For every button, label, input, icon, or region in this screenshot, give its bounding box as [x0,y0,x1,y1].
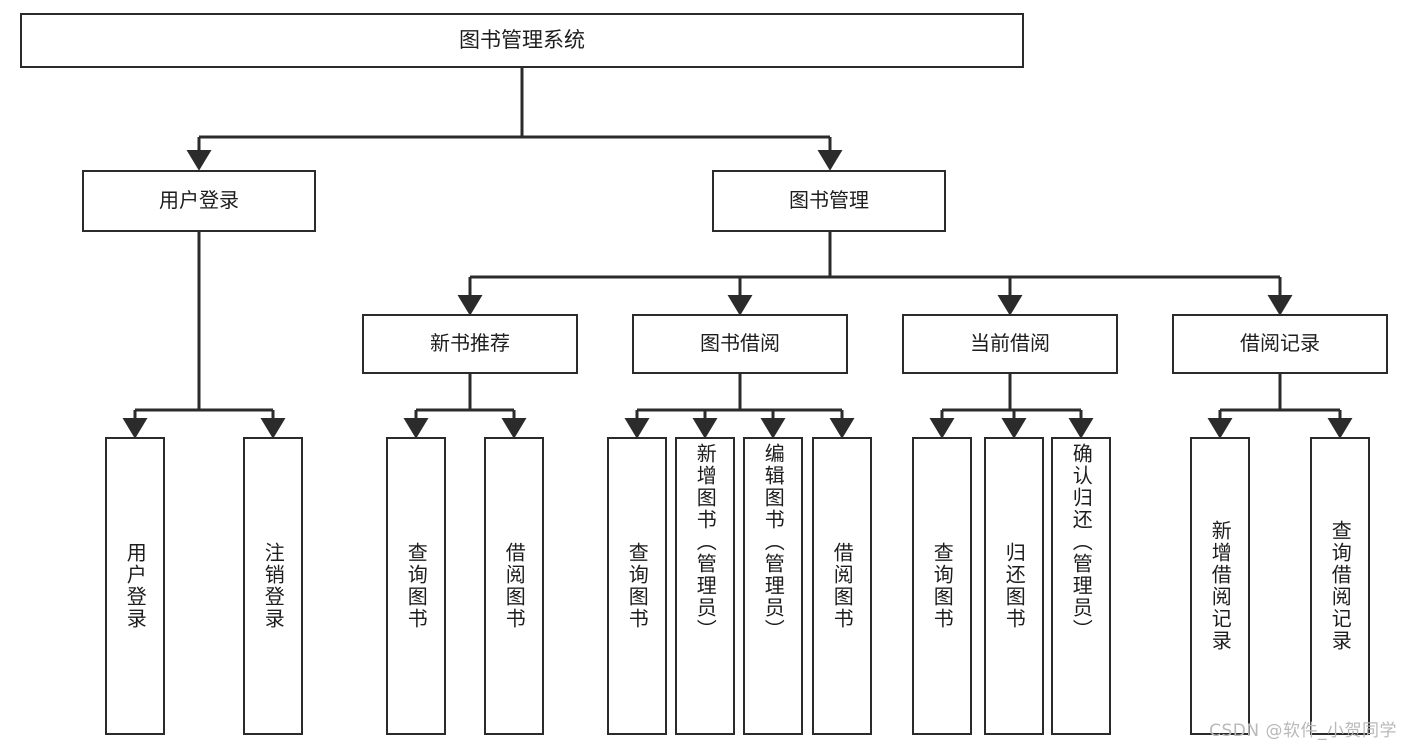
node-root-label: 图书管理系统 [459,28,585,53]
node-leaf-record-add[interactable]: 新增借阅记录 [1190,437,1250,735]
node-new-book-rec-label: 新书推荐 [430,331,510,356]
node-book-borrow[interactable]: 图书借阅 [632,314,848,374]
node-leaf-borrow-lend-label: 借阅图书 [830,542,855,630]
node-leaf-borrow-lend[interactable]: 借阅图书 [812,437,872,735]
node-user-login-label: 用户登录 [159,188,239,213]
node-leaf-borrow-add[interactable]: 新增图书（管理员） [675,437,735,735]
node-leaf-record-add-label: 新增借阅记录 [1208,520,1233,652]
node-leaf-rec-borrow-label: 借阅图书 [502,542,527,630]
node-leaf-user-login-label: 用户登录 [123,542,148,630]
node-borrow-record-label: 借阅记录 [1240,331,1320,356]
node-leaf-rec-borrow[interactable]: 借阅图书 [484,437,544,735]
node-leaf-borrow-edit-label: 编辑图书（管理员） [761,443,786,641]
node-root[interactable]: 图书管理系统 [20,13,1024,68]
node-leaf-cur-return-label: 归还图书 [1002,542,1027,630]
node-leaf-borrow-add-label: 新增图书（管理员） [693,443,718,641]
node-leaf-rec-query[interactable]: 查询图书 [386,437,446,735]
node-book-manage-label: 图书管理 [789,188,869,213]
node-leaf-record-query[interactable]: 查询借阅记录 [1310,437,1370,735]
node-leaf-record-query-label: 查询借阅记录 [1328,520,1353,652]
node-leaf-cur-return[interactable]: 归还图书 [984,437,1044,735]
node-leaf-cur-confirm[interactable]: 确认归还（管理员） [1051,437,1111,735]
node-current-borrow-label: 当前借阅 [970,331,1050,356]
node-leaf-borrow-query[interactable]: 查询图书 [607,437,667,735]
node-leaf-rec-query-label: 查询图书 [404,542,429,630]
node-new-book-rec[interactable]: 新书推荐 [362,314,578,374]
node-leaf-cur-confirm-label: 确认归还（管理员） [1069,443,1094,641]
node-borrow-record[interactable]: 借阅记录 [1172,314,1388,374]
node-leaf-cur-query-label: 查询图书 [930,542,955,630]
node-leaf-user-logout-label: 注销登录 [261,542,286,630]
watermark-text: CSDN @软件_小贺同学 [1209,721,1397,741]
node-leaf-cur-query[interactable]: 查询图书 [912,437,972,735]
node-book-manage[interactable]: 图书管理 [712,170,946,232]
node-user-login[interactable]: 用户登录 [82,170,316,232]
node-book-borrow-label: 图书借阅 [700,331,780,356]
node-leaf-borrow-edit[interactable]: 编辑图书（管理员） [743,437,803,735]
node-current-borrow[interactable]: 当前借阅 [902,314,1118,374]
node-leaf-user-login[interactable]: 用户登录 [105,437,165,735]
node-leaf-borrow-query-label: 查询图书 [625,542,650,630]
node-leaf-user-logout[interactable]: 注销登录 [243,437,303,735]
